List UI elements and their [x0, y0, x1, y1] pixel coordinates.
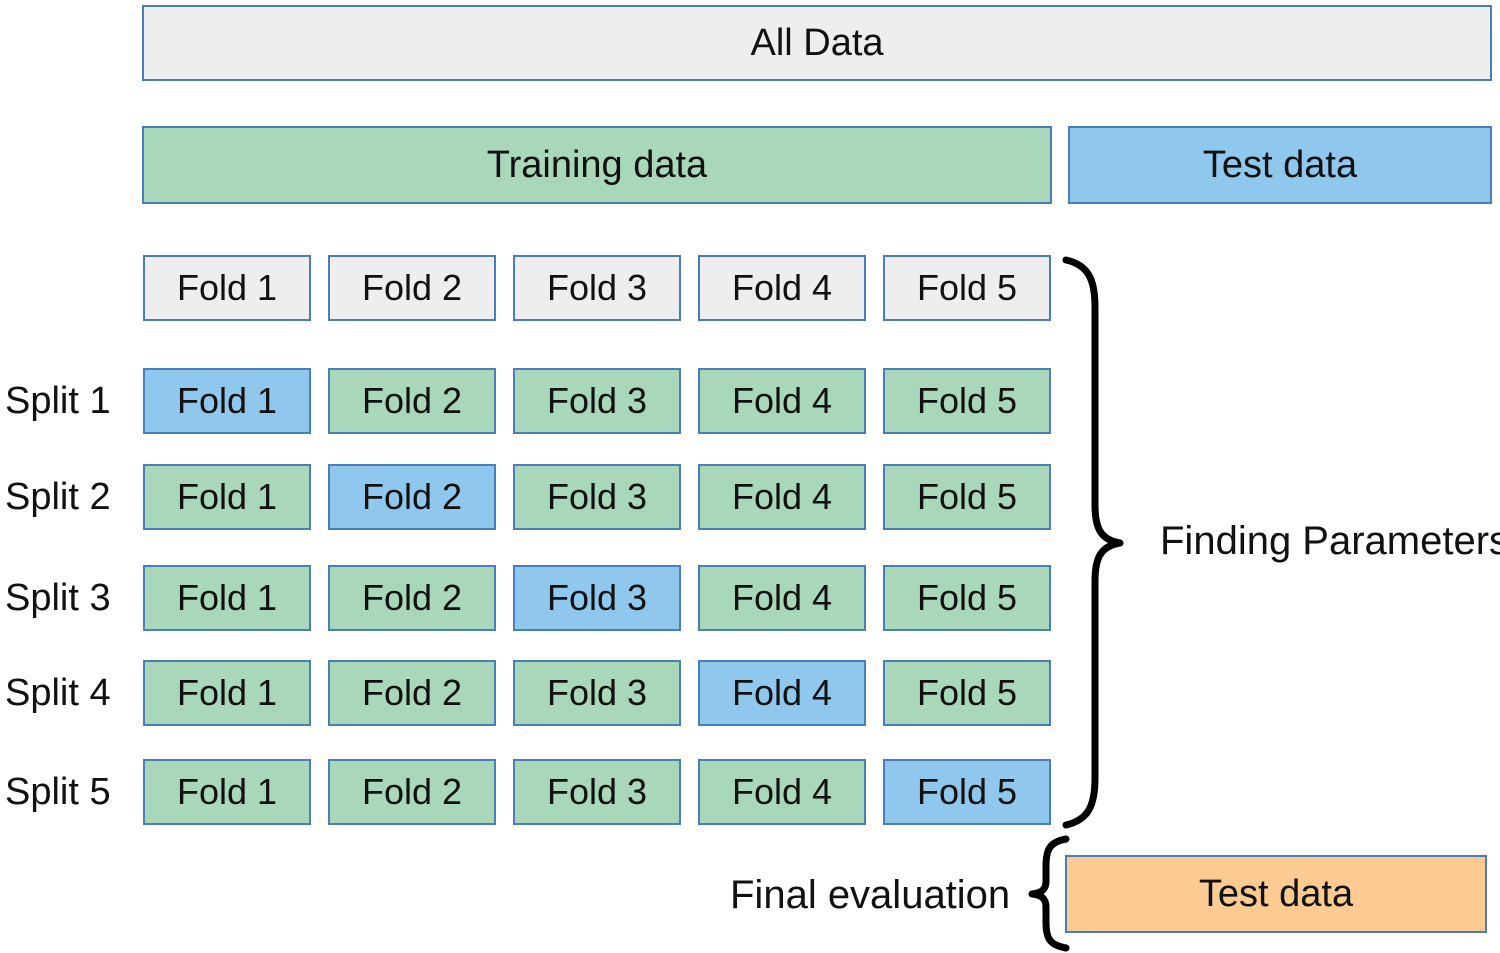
split-label-1: Split 1: [5, 368, 111, 434]
split-4-cell-5: Fold 5: [883, 660, 1051, 726]
split-label-5: Split 5: [5, 759, 111, 825]
split-4-cell-label-3: Fold 3: [546, 672, 648, 713]
split-2-cell-label-1: Fold 1: [176, 476, 278, 517]
split-2-cell-label-4: Fold 4: [731, 476, 833, 517]
split-3-cell-label-5: Fold 5: [916, 577, 1018, 618]
split-3-cell-4: Fold 4: [698, 565, 866, 631]
split-2-cell-5: Fold 5: [883, 464, 1051, 530]
split-1-cell-5: Fold 5: [883, 368, 1051, 434]
fold-header-cell-3: Fold 3: [513, 255, 681, 321]
training-data-label: Training data: [486, 144, 708, 186]
split-3-cell-label-2: Fold 2: [361, 577, 463, 618]
split-5-cell-1: Fold 1: [143, 759, 311, 825]
fold-header-label-5: Fold 5: [916, 267, 1018, 308]
final-test-data-label: Test data: [1198, 873, 1354, 915]
split-1-cell-label-1: Fold 1: [176, 380, 278, 421]
split-2-cell-label-3: Fold 3: [546, 476, 648, 517]
split-4-cell-label-1: Fold 1: [176, 672, 278, 713]
split-label-text-2: Split 2: [5, 476, 111, 518]
split-label-3: Split 3: [5, 565, 111, 631]
split-2-cell-label-5: Fold 5: [916, 476, 1018, 517]
split-label-2: Split 2: [5, 464, 111, 530]
split-5-cell-4: Fold 4: [698, 759, 866, 825]
split-1-cell-label-4: Fold 4: [731, 380, 833, 421]
split-1-cell-label-2: Fold 2: [361, 380, 463, 421]
split-1-cell-1: Fold 1: [143, 368, 311, 434]
split-3-cell-3: Fold 3: [513, 565, 681, 631]
fold-header-label-1: Fold 1: [176, 267, 278, 308]
split-5-cell-2: Fold 2: [328, 759, 496, 825]
split-4-cell-4: Fold 4: [698, 660, 866, 726]
split-4-cell-label-5: Fold 5: [916, 672, 1018, 713]
split-5-cell-label-1: Fold 1: [176, 771, 278, 812]
curly-brace-right-icon: [1062, 255, 1132, 830]
split-3-cell-5: Fold 5: [883, 565, 1051, 631]
fold-header-cell-4: Fold 4: [698, 255, 866, 321]
split-5-cell-label-3: Fold 3: [546, 771, 648, 812]
finding-parameters-text: Finding Parameters: [1160, 519, 1500, 563]
split-5-cell-5: Fold 5: [883, 759, 1051, 825]
fold-header-label-4: Fold 4: [731, 267, 833, 308]
fold-header-label-2: Fold 2: [361, 267, 463, 308]
split-2-cell-2: Fold 2: [328, 464, 496, 530]
finding-parameters-annotation: Finding Parameters: [1160, 518, 1500, 564]
test-data-box: Test data: [1068, 126, 1492, 204]
split-2-cell-3: Fold 3: [513, 464, 681, 530]
split-1-cell-label-5: Fold 5: [916, 380, 1018, 421]
split-5-cell-label-2: Fold 2: [361, 771, 463, 812]
fold-header-cell-5: Fold 5: [883, 255, 1051, 321]
split-5-cell-label-4: Fold 4: [731, 771, 833, 812]
split-1-cell-4: Fold 4: [698, 368, 866, 434]
split-3-cell-label-1: Fold 1: [176, 577, 278, 618]
split-label-text-1: Split 1: [5, 380, 111, 422]
split-label-4: Split 4: [5, 660, 111, 726]
curly-brace-left-icon: [1026, 834, 1070, 953]
split-5-cell-label-5: Fold 5: [916, 771, 1018, 812]
split-4-cell-3: Fold 3: [513, 660, 681, 726]
split-3-cell-label-3: Fold 3: [546, 577, 648, 618]
final-evaluation-text: Final evaluation: [730, 873, 1011, 917]
split-3-cell-1: Fold 1: [143, 565, 311, 631]
split-2-cell-4: Fold 4: [698, 464, 866, 530]
split-label-text-4: Split 4: [5, 672, 111, 714]
final-evaluation-annotation: Final evaluation: [730, 872, 1010, 918]
split-5-cell-3: Fold 3: [513, 759, 681, 825]
split-1-cell-2: Fold 2: [328, 368, 496, 434]
split-3-cell-2: Fold 2: [328, 565, 496, 631]
split-label-text-5: Split 5: [5, 771, 111, 813]
split-1-cell-3: Fold 3: [513, 368, 681, 434]
split-4-cell-label-4: Fold 4: [731, 672, 833, 713]
split-3-cell-label-4: Fold 4: [731, 577, 833, 618]
fold-header-cell-2: Fold 2: [328, 255, 496, 321]
all-data-label: All Data: [750, 22, 884, 64]
fold-header-label-3: Fold 3: [546, 267, 648, 308]
all-data-box: All Data: [142, 5, 1492, 81]
split-4-cell-1: Fold 1: [143, 660, 311, 726]
split-1-cell-label-3: Fold 3: [546, 380, 648, 421]
split-2-cell-1: Fold 1: [143, 464, 311, 530]
training-data-box: Training data: [142, 126, 1052, 204]
split-4-cell-2: Fold 2: [328, 660, 496, 726]
split-label-text-3: Split 3: [5, 577, 111, 619]
fold-header-cell-1: Fold 1: [143, 255, 311, 321]
final-test-data-box: Test data: [1065, 855, 1487, 933]
split-2-cell-label-2: Fold 2: [361, 476, 463, 517]
test-data-label: Test data: [1202, 144, 1358, 186]
split-4-cell-label-2: Fold 2: [361, 672, 463, 713]
